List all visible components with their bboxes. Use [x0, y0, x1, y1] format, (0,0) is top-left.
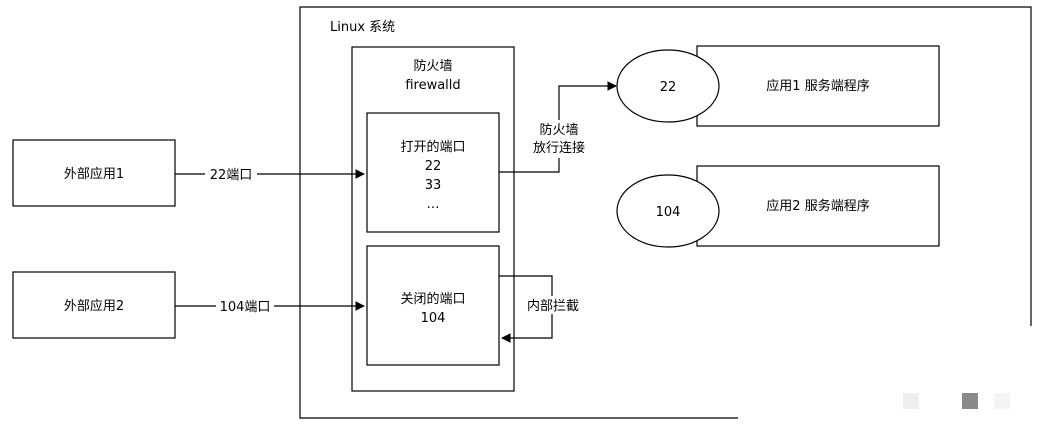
firewall-title-en: firewalld: [405, 78, 460, 93]
decorative-square-dark: [962, 393, 978, 409]
open-port-item: …: [427, 197, 440, 212]
closed-port-item: 104: [421, 311, 446, 326]
allow-label-line-2: 放行连接: [533, 140, 585, 156]
edge-label-bg: [216, 297, 274, 315]
open-ports-box: [366, 112, 500, 233]
service-2-box: [696, 165, 940, 247]
service-1-port-ellipse: [616, 49, 720, 123]
open-port-item: 33: [425, 178, 442, 193]
decorative-square-light: [903, 393, 919, 409]
open-port-item: 22: [425, 159, 442, 174]
decorative-square-faint: [994, 393, 1010, 409]
external-app-1-label: 外部应用1: [64, 166, 124, 182]
external-app-2-label: 外部应用2: [64, 298, 124, 314]
allow-label-line-1: 防火墙: [539, 122, 578, 138]
edge-label-bg: [205, 165, 257, 183]
edge-label-104-port: 104端口: [220, 300, 271, 315]
service-2-port: 104: [656, 205, 681, 220]
linux-system-title: Linux 系统: [330, 20, 395, 35]
closed-ports-box: [366, 245, 500, 366]
open-ports-title: 打开的端口: [400, 139, 465, 155]
external-app-2-box: [12, 271, 176, 339]
service-1-port: 22: [660, 80, 677, 95]
firewall-title-cn: 防火墙: [413, 58, 452, 74]
external-app-1-box: [12, 139, 176, 207]
linux-system-boundary: [299, 6, 1032, 419]
service-2-label: 应用2 服务端程序: [766, 198, 869, 214]
service-1-label: 应用1 服务端程序: [766, 78, 869, 94]
closed-ports-title: 关闭的端口: [400, 291, 465, 307]
edge-label-bg: [525, 120, 593, 158]
block-label: 内部拦截: [527, 298, 579, 314]
service-2-port-ellipse: [616, 174, 720, 248]
edge-label-bg: [522, 296, 584, 314]
edge-label-22-port: 22端口: [210, 168, 253, 183]
